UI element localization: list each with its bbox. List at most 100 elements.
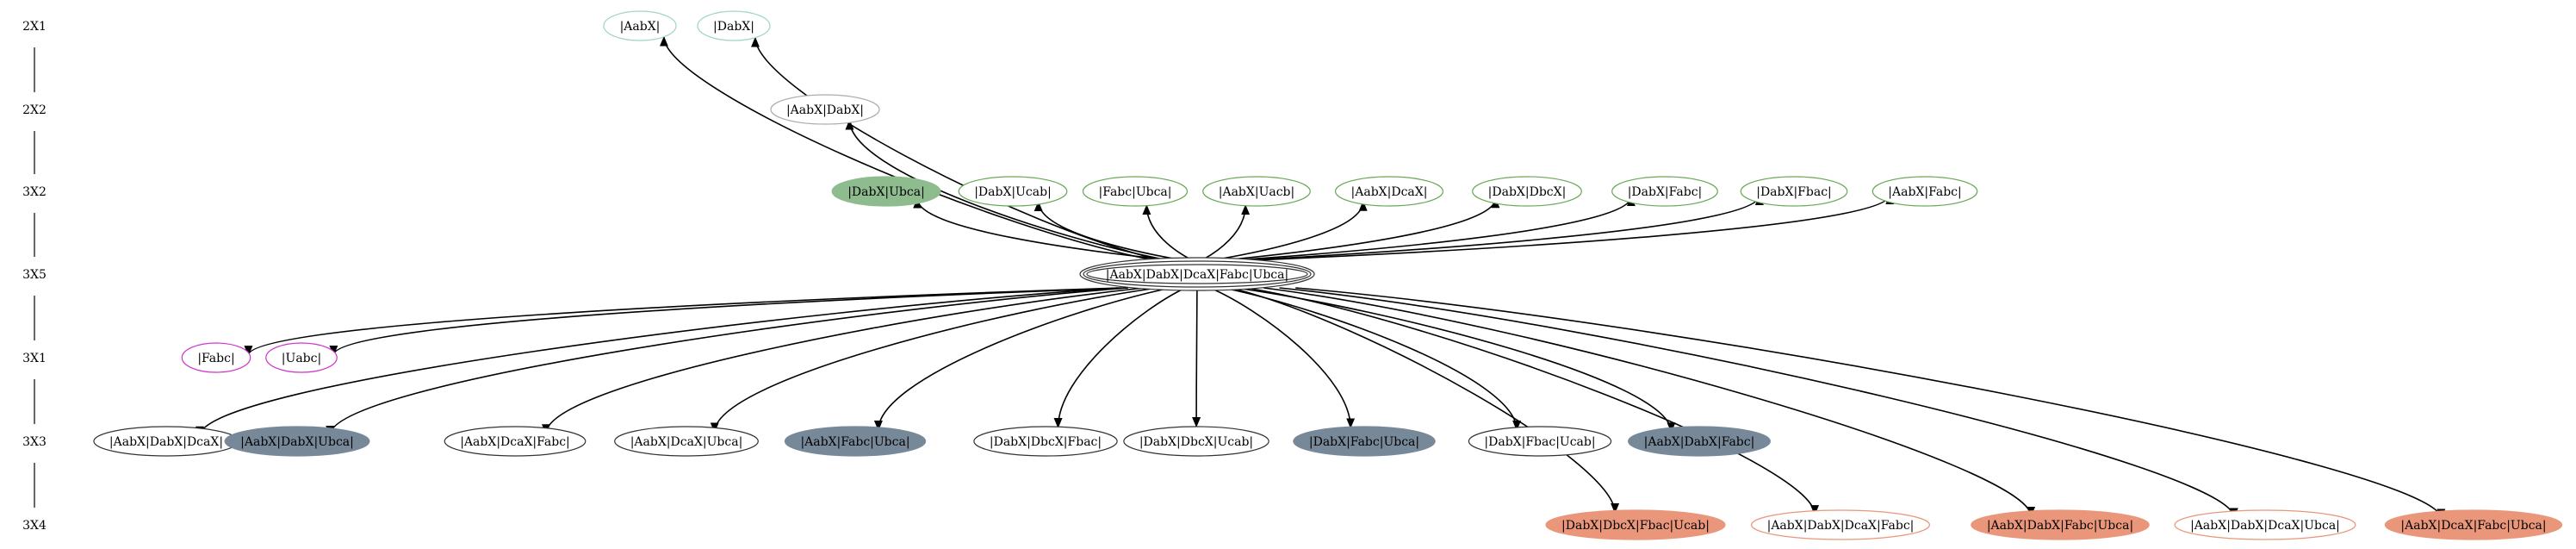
edge-arrow [1223, 287, 1522, 431]
graph-node[interactable]: |AabX|Uacb| [1202, 176, 1311, 207]
node-label: |AabX|DabX|Fabc| [1644, 435, 1755, 449]
graph-node[interactable]: |DabX|Ubca| [831, 176, 941, 207]
node-ellipse [1468, 426, 1612, 457]
node-ellipse [181, 342, 251, 373]
node-ellipse [1123, 426, 1269, 457]
node-ellipse [224, 426, 370, 457]
node-label: |DabX|Fbac|Ucab| [1484, 435, 1595, 449]
graph-node[interactable]: |AabX|DcaX|Fabc| [444, 426, 587, 457]
node-label: |DabX|Fbac| [1756, 185, 1832, 199]
graph-node[interactable]: |DabX|Fbac| [1740, 176, 1848, 207]
node-ellipse [973, 426, 1118, 457]
node-ellipse [1334, 176, 1444, 207]
node-label: |AabX| [620, 20, 661, 34]
node-label: |DabX|DbcX|Ucab| [1139, 435, 1253, 449]
graph-node[interactable]: |AabX|Fabc|Ubca| [784, 426, 927, 457]
node-label: |AabX|DabX|Ubca| [240, 435, 354, 449]
node-ellipse [958, 176, 1068, 207]
node-label: |AabX|DcaX| [1351, 185, 1428, 199]
graph-node[interactable]: |AabX|DcaX| [1334, 176, 1444, 207]
node-label: |AabX|Fabc|Ubca| [800, 435, 909, 449]
node-ellipse [831, 176, 941, 207]
edge-arrow [1142, 204, 1193, 261]
edge-arrow [1295, 287, 2446, 520]
node-label: |DabX|Fabc|Ubca| [1309, 435, 1419, 449]
graph-node[interactable]: |AabX|DabX|Fabc|Ubca| [1971, 509, 2150, 540]
node-ellipse [1293, 426, 1436, 457]
node-label: |AabX|DcaX|Fabc|Ubca| [2400, 519, 2546, 533]
edges-layer [196, 35, 2446, 520]
edge-arrow [1235, 287, 1676, 434]
rank-label: 3X3 [22, 435, 47, 449]
graph-node[interactable]: |AabX|DabX|DcaX|Fabc| [1751, 509, 1930, 540]
graph-node[interactable]: |AabX|DabX|DcaX|Ubca| [2174, 509, 2356, 540]
node-ellipse [1611, 176, 1718, 207]
node-label: |DabX|Fabc| [1628, 185, 1703, 199]
edge-arrow [1034, 201, 1183, 261]
edge-arrow [1246, 287, 1820, 516]
graph-node[interactable]: |AabX|DcaX|Ubca| [614, 426, 759, 457]
graph-node[interactable]: |DabX|Ucab| [958, 176, 1068, 207]
node-ellipse [444, 426, 587, 457]
graph-node[interactable]: |DabX|Fbac|Ucab| [1468, 426, 1612, 457]
node-label: |AabX|DabX|DcaX|Ubca| [2190, 519, 2340, 533]
graph-node[interactable]: |DabX|DbcX|Fbac| [973, 426, 1118, 457]
root-node[interactable]: |AabX|DabX|DcaX|Fabc|Ubca| [1079, 257, 1315, 291]
node-label: |DabX|DbcX| [1488, 185, 1567, 199]
graph-node[interactable]: |DabX|DbcX|Fbac|Ucab| [1545, 509, 1726, 540]
edge-arrow [244, 287, 1122, 357]
rank-label: 3X4 [22, 519, 47, 533]
graph-node[interactable]: |DabX|Fabc| [1611, 176, 1718, 207]
node-label: |DabX| [713, 20, 754, 34]
rank-label: 3X2 [22, 185, 47, 199]
graph-node[interactable]: |AabX|DcaX|Fabc|Ubca| [2384, 509, 2563, 540]
graph-node[interactable]: |Fabc| [181, 342, 251, 373]
edge-arrow [1232, 196, 1636, 261]
edge-arrow [1053, 287, 1186, 429]
graph-node[interactable]: |DabX| [697, 10, 771, 41]
node-ellipse [2174, 509, 2356, 540]
graph-node[interactable]: |AabX|DabX| [770, 94, 880, 125]
node-ellipse [1082, 176, 1189, 207]
graph-node[interactable]: |AabX|DabX|Ubca| [224, 426, 370, 457]
node-label: |AabX|DabX|DcaX|Fabc|Ubca| [1106, 268, 1288, 282]
node-ellipse [1202, 176, 1311, 207]
node-label: |DabX|Ucab| [974, 185, 1052, 199]
graph-node[interactable]: |DabX|DbcX| [1472, 176, 1582, 207]
node-ellipse [1628, 426, 1771, 457]
rank-label: 3X5 [22, 268, 47, 282]
edge-arrow [542, 287, 1145, 435]
edge-arrow [1231, 287, 1620, 515]
node-label: |Uabc| [282, 352, 321, 365]
edge-arrow [1279, 287, 2238, 519]
edge-arrow [1253, 194, 1895, 261]
edge-arrow [1243, 195, 1764, 261]
node-ellipse [1086, 264, 1308, 284]
edge-arrow [659, 35, 1155, 261]
node-ellipse [697, 10, 771, 41]
graph-node[interactable]: |Fabc|Ubca| [1082, 176, 1189, 207]
graph-node[interactable]: |Uabc| [265, 342, 338, 373]
node-ellipse [603, 10, 677, 41]
rank-label: 2X2 [22, 103, 47, 117]
node-ellipse [784, 426, 927, 457]
graph-node[interactable]: |AabX|DabX|DcaX| [93, 426, 239, 457]
node-label: |AabX|DcaX|Ubca| [630, 435, 743, 449]
node-label: |AabX|Fabc| [1888, 185, 1961, 199]
graph-node[interactable]: |AabX| [603, 10, 677, 41]
graph-node[interactable]: |DabX|DbcX|Ucab| [1123, 426, 1269, 457]
graph-node[interactable]: |AabX|DabX|Fabc| [1628, 426, 1771, 457]
edge-arrow [873, 287, 1171, 431]
graph-node[interactable]: |AabX|Fabc| [1871, 176, 1978, 207]
node-label: |AabX|DabX| [786, 103, 864, 117]
edge-arrow [1222, 197, 1500, 261]
graph-node[interactable]: |DabX|Fabc|Ubca| [1293, 426, 1436, 457]
node-label: |AabX|DabX|DcaX|Fabc| [1767, 519, 1915, 533]
node-ellipse [614, 426, 759, 457]
edge-arrow [1201, 204, 1251, 261]
edge-arrow [913, 197, 1174, 261]
edge-arrow [710, 287, 1158, 434]
edge-arrow [1263, 287, 2036, 517]
